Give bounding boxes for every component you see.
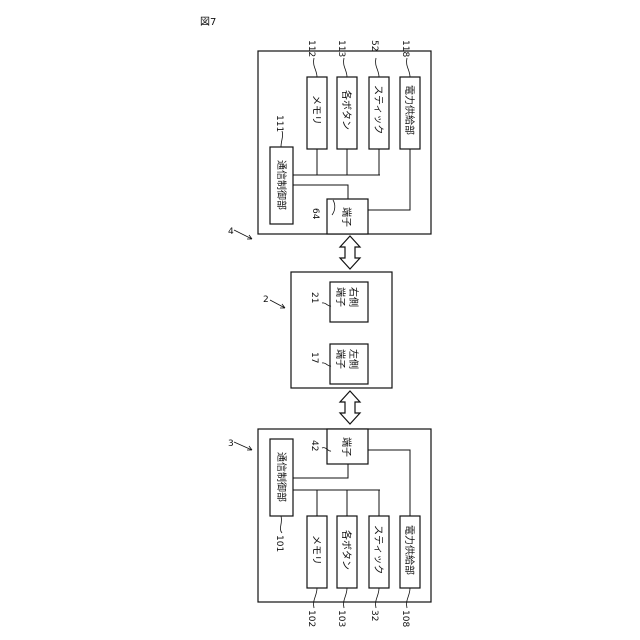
right-comm-ctrl-label: 通信制御部 — [275, 160, 288, 210]
main-unit-leader — [270, 300, 285, 308]
right-memory-label: メモリ — [310, 95, 321, 125]
right-buttons-label: 各ボタン — [340, 90, 353, 130]
left-comm-ctrl-label: 通信制御部 — [275, 452, 288, 502]
right-memory-ref: 112 — [306, 40, 316, 57]
left-comm-ref: 101 — [274, 535, 284, 552]
left-terminal-ref: 42 — [309, 440, 319, 451]
right-unit-leader — [234, 230, 252, 239]
right-power-ref: 118 — [400, 40, 410, 57]
right-buttons-ref: 113 — [336, 40, 346, 57]
right-side-terminal-label-1: 右側 — [347, 287, 360, 307]
left-power-label: 電力供給部 — [403, 525, 416, 575]
left-buttons-ref: 103 — [336, 610, 346, 627]
left-unit-ref: 3 — [228, 439, 234, 449]
left-memory-label: メモリ — [310, 535, 321, 565]
right-side-terminal-ref: 21 — [309, 292, 319, 303]
right-stick-ref: 52 — [369, 40, 379, 51]
right-side-terminal-label-2: 端子 — [334, 287, 347, 307]
right-comm-ref: 111 — [274, 115, 284, 132]
left-stick-label: スティック — [372, 525, 384, 574]
left-memory-ref: 102 — [306, 610, 316, 627]
right-terminal-label: 端子 — [340, 207, 353, 227]
left-terminal-label: 端子 — [340, 437, 353, 457]
right-power-label: 電力供給部 — [403, 85, 416, 135]
main-unit-ref: 2 — [263, 295, 269, 305]
left-side-terminal-ref: 17 — [309, 352, 319, 363]
left-unit-leader — [234, 442, 252, 450]
left-stick-ref: 32 — [369, 610, 379, 621]
left-side-terminal-label-1: 左側 — [347, 349, 360, 369]
left-buttons-label: 各ボタン — [340, 530, 353, 570]
bottom-bidirectional-arrow — [340, 391, 360, 424]
right-terminal-ref: 64 — [310, 208, 320, 220]
figure-label: 図7 — [200, 16, 216, 28]
right-unit-ref: 4 — [228, 227, 234, 237]
right-stick-label: スティック — [372, 85, 384, 134]
top-bidirectional-arrow — [340, 236, 360, 269]
left-power-ref: 108 — [400, 610, 410, 627]
left-side-terminal-label-2: 端子 — [334, 349, 347, 369]
